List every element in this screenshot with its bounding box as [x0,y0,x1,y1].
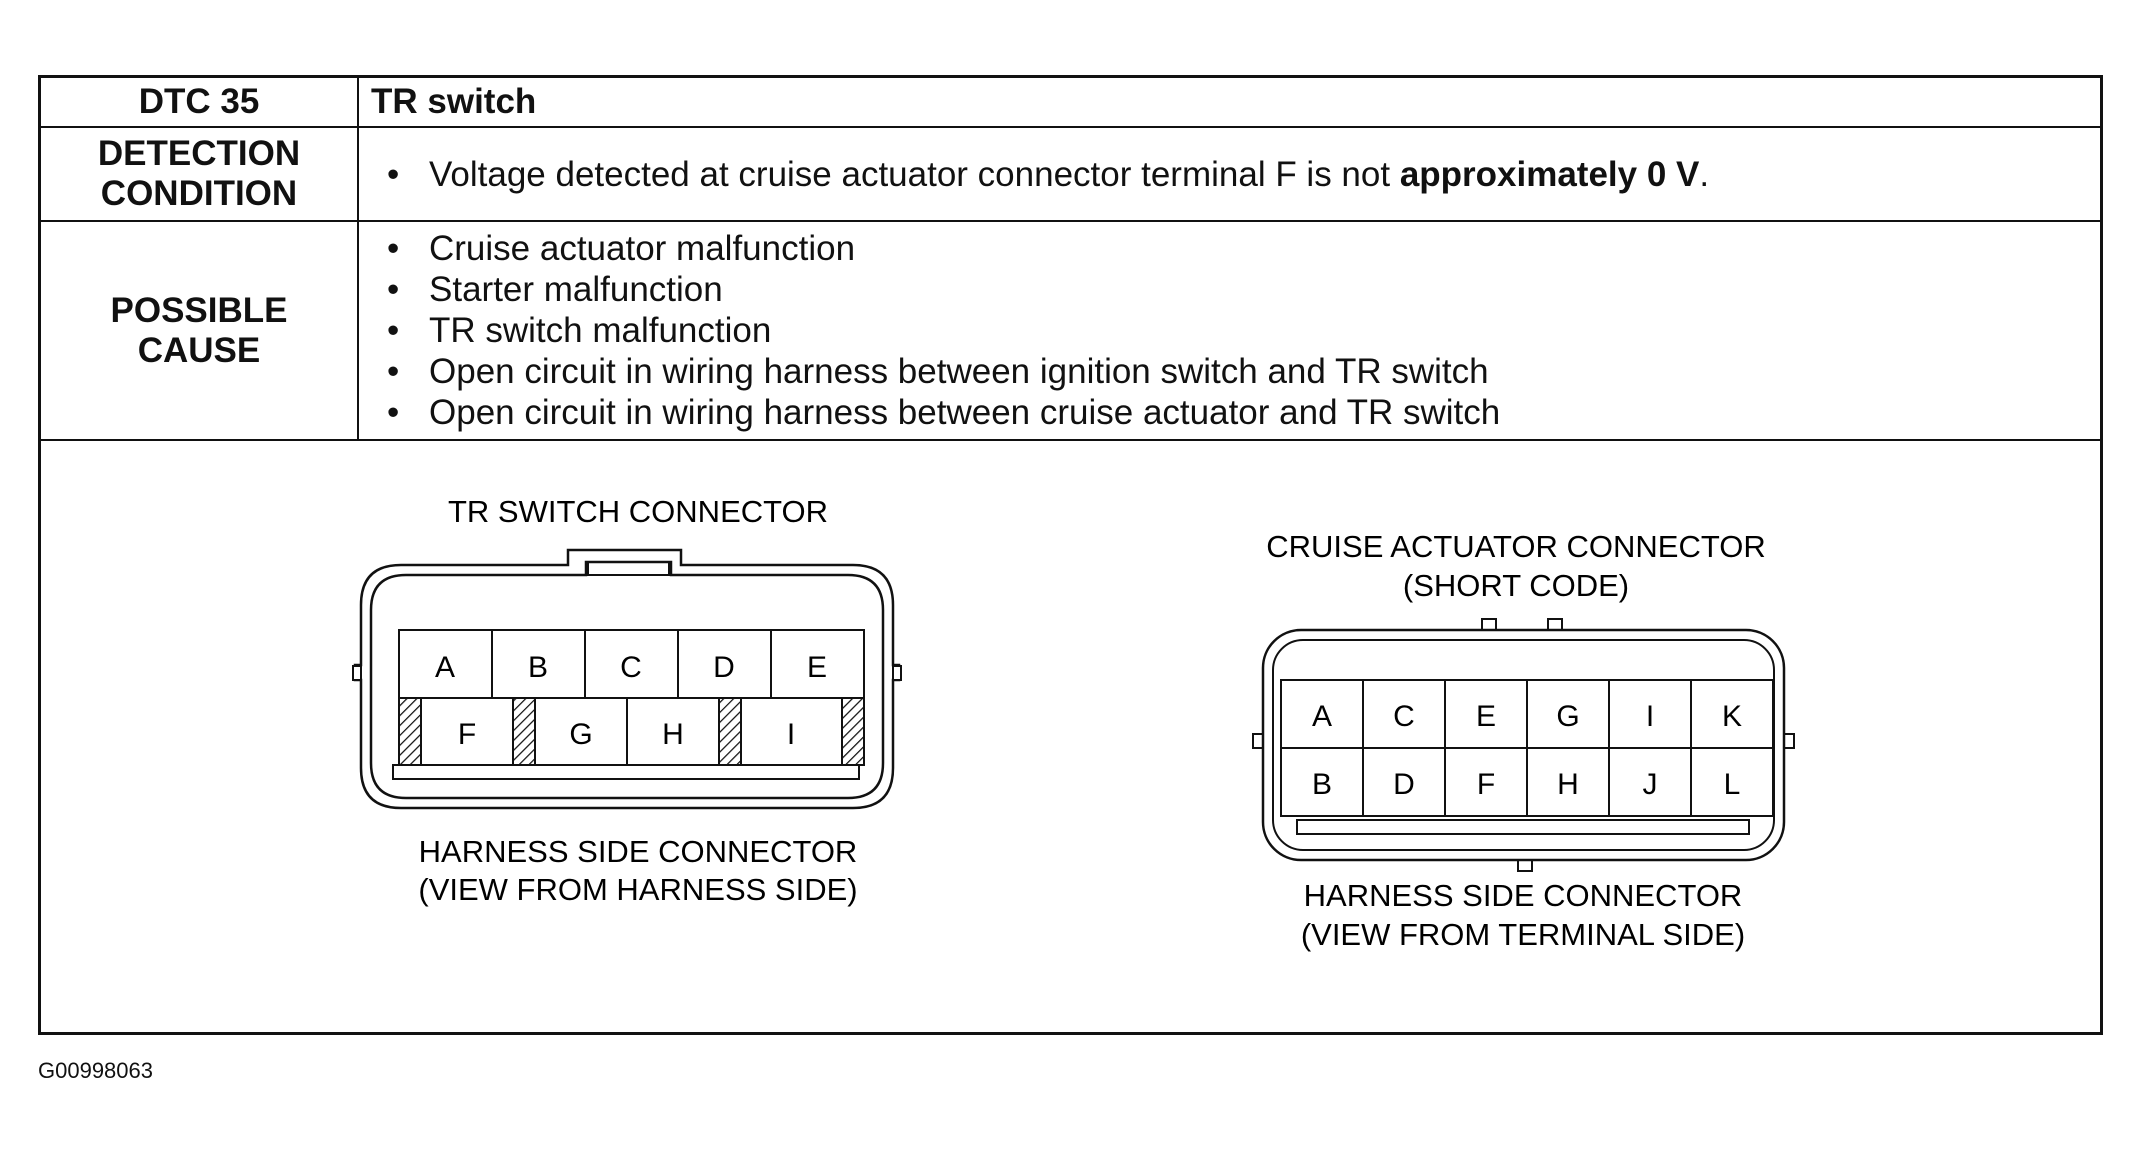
detection-condition-label: DETECTION CONDITION [41,127,359,222]
cruise-connector-title-line1: CRUISE ACTUATOR CONNECTOR [1266,529,1766,564]
tr-pin-cell [491,629,586,699]
detection-text-end: . [1699,154,1710,194]
cruise-pin-cell [1690,679,1774,749]
tr-blank-cavity [718,697,742,766]
cruise-connector-outer-shell [1261,628,1786,862]
figure-id: G00998063 [38,1058,153,1083]
tr-connector-latch-left [352,665,362,681]
cause-item: Cruise actuator malfunction [387,228,2099,269]
cruise-pin-cell [1690,747,1774,817]
tr-blank-cavity [841,697,865,766]
cruise-pin-label: A [1312,700,1332,733]
tr-pin-label: D [713,651,735,684]
dtc-row: DTC 35 TR switch [41,78,2100,128]
cruise-pin-label: F [1477,768,1495,801]
detection-text: Voltage detected at cruise actuator conn… [429,154,1400,194]
detection-bold-text: approximately 0 V [1399,154,1700,194]
tr-pin-label: B [528,651,548,684]
cruise-pin-cell [1444,747,1528,817]
tr-pin-cell [740,697,843,766]
tr-connector-lock-tab [587,561,670,576]
cruise-actuator-connector: CRUISE ACTUATOR CONNECTOR (SHORT CODE) [1252,529,1795,952]
cruise-caption-line1: HARNESS SIDE CONNECTOR [1304,878,1743,913]
tr-blank-cavity [512,697,536,766]
tr-pin-label: A [435,651,455,684]
cruise-pin-label: K [1722,700,1742,733]
dtc-figure-frame: DTC 35 TR switch DETECTION CONDITION Vol… [38,75,2103,1035]
tr-connector-latch-right [892,665,902,681]
cause-item: Starter malfunction [387,269,2099,310]
dtc-code-label: DTC 35 [41,78,359,128]
cause-item: Open circuit in wiring harness between c… [387,392,2099,433]
cruise-latch-left [1252,733,1264,749]
cruise-pin-cell [1608,747,1692,817]
possible-cause-value: Cruise actuator malfunction Starter malf… [358,221,2100,441]
cruise-pin-label: E [1476,700,1496,733]
cause-label-line2: CAUSE [137,330,261,370]
detection-item: Voltage detected at cruise actuator conn… [387,154,2099,195]
tr-pin-label: H [662,718,684,751]
cause-list: Cruise actuator malfunction Starter malf… [371,228,2099,433]
cruise-pin-label: L [1724,768,1741,801]
tr-blank-cavity [398,697,422,766]
cruise-pin-cell [1444,679,1528,749]
tr-connector-title: TR SWITCH CONNECTOR [448,494,828,529]
possible-cause-label: POSSIBLE CAUSE [41,221,359,441]
tr-pin-cell [534,697,628,766]
tr-connector-terminal-base [392,764,860,780]
tr-top-row: A B C D E [398,629,865,699]
detection-row: DETECTION CONDITION Voltage detected at … [41,127,2100,222]
connector-svg: TR SWITCH CONNECTOR A B C D [352,494,1795,952]
tr-pin-label: G [569,718,592,751]
tr-bottom-row: F G H I [398,697,865,766]
cruise-connector-title-line2: (SHORT CODE) [1403,568,1629,603]
detection-label-line2: CONDITION [100,174,298,213]
cruise-bottom-tab [1517,859,1533,872]
cruise-pin-cell [1608,679,1692,749]
cruise-pin-label: H [1557,768,1579,801]
cruise-latch-right [1783,733,1795,749]
cause-item: Open circuit in wiring harness between i… [387,351,2099,392]
detection-list: Voltage detected at cruise actuator conn… [371,154,2099,195]
cause-item: TR switch malfunction [387,310,2099,351]
tr-pin-cell [584,629,679,699]
tr-pin-cell [677,629,772,699]
connector-diagrams: TR SWITCH CONNECTOR A B C D [41,440,2100,1032]
cruise-pin-cell [1362,747,1446,817]
cruise-pin-cell [1280,747,1364,817]
cruise-pin-label: B [1312,768,1332,801]
cruise-pin-cell [1280,679,1364,749]
dtc-title: TR switch [358,78,2100,128]
cruise-pin-label: J [1643,768,1658,801]
tr-pin-cell [626,697,720,766]
tr-pin-label: I [787,718,795,751]
cause-label-line1: POSSIBLE [110,290,288,330]
tr-switch-connector: TR SWITCH CONNECTOR A B C D [352,494,902,907]
tr-caption-line2: (VIEW FROM HARNESS SIDE) [418,872,857,907]
cruise-top-row: A C E G I K [1280,679,1774,749]
tr-pin-label: F [458,718,476,751]
detection-label-line1: DETECTION [97,134,301,173]
cruise-caption-line2: (VIEW FROM TERMINAL SIDE) [1301,917,1745,952]
tr-pin-cell [420,697,514,766]
cruise-pin-cell [1526,747,1610,817]
tr-pin-label: C [620,651,642,684]
cruise-pin-label: I [1646,700,1654,733]
cruise-top-tab [1547,618,1563,631]
tr-caption-line1: HARNESS SIDE CONNECTOR [419,834,858,869]
cruise-bottom-row: B D F H J L [1280,747,1774,817]
dtc-table: DTC 35 TR switch DETECTION CONDITION Vol… [41,78,2100,441]
possible-cause-row: POSSIBLE CAUSE Cruise actuator malfuncti… [41,221,2100,441]
tr-pin-label: E [807,651,827,684]
cruise-connector-terminal-base [1296,819,1750,835]
cruise-pin-label: D [1393,768,1415,801]
cruise-pin-label: G [1556,700,1579,733]
cruise-top-tab [1481,618,1497,631]
tr-pin-cell [770,629,865,699]
cruise-pin-label: C [1393,700,1415,733]
detection-condition-value: Voltage detected at cruise actuator conn… [358,127,2100,222]
tr-connector-inner-shell [369,560,885,800]
